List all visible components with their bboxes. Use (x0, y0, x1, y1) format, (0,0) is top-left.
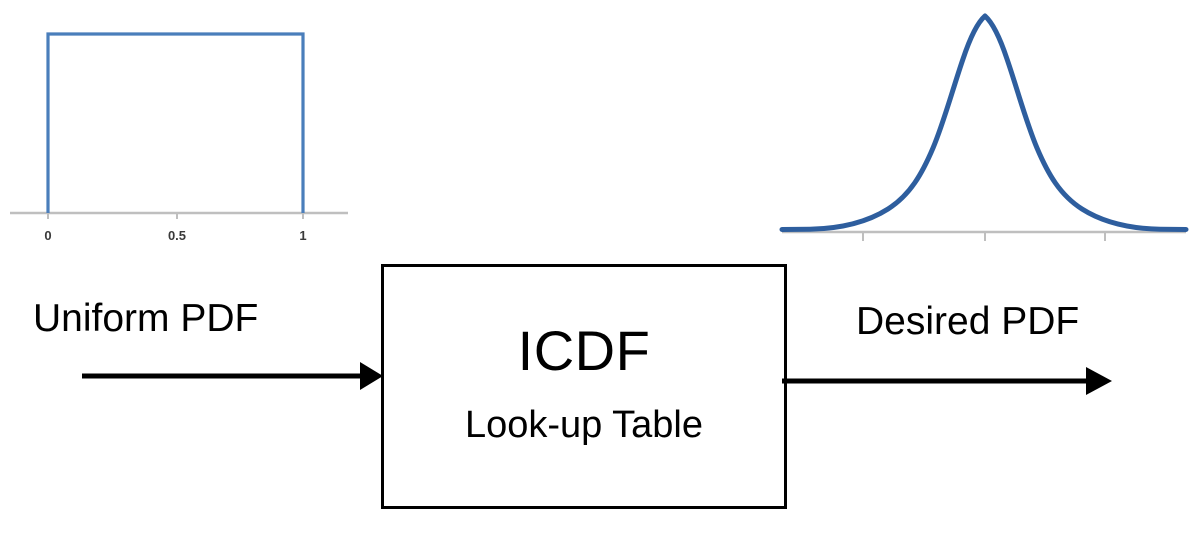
uniform-tick-label-1: 1 (299, 228, 307, 243)
uniform-tick-label-0: 0 (44, 228, 52, 243)
output-arrow (782, 367, 1112, 395)
desired-density-curve (779, 13, 1189, 232)
desired-pdf-plot (770, 0, 1200, 260)
input-label: Uniform PDF (33, 297, 259, 340)
uniform-pdf-plot: 0 0.5 1 (0, 0, 360, 260)
icdf-block[interactable]: ICDF Look-up Table (381, 264, 787, 509)
output-arrow-head (1086, 367, 1112, 395)
input-arrow-head (360, 362, 383, 390)
icdf-block-subtitle: Look-up Table (464, 404, 704, 446)
desired-pdf-svg (779, 13, 1189, 241)
icdf-block-title: ICDF (517, 319, 651, 383)
uniform-density-curve (46, 32, 305, 213)
output-label: Desired PDF (856, 300, 1080, 343)
input-arrow (82, 362, 383, 390)
uniform-pdf-svg (10, 32, 348, 219)
uniform-tick-label-half: 0.5 (167, 228, 187, 243)
